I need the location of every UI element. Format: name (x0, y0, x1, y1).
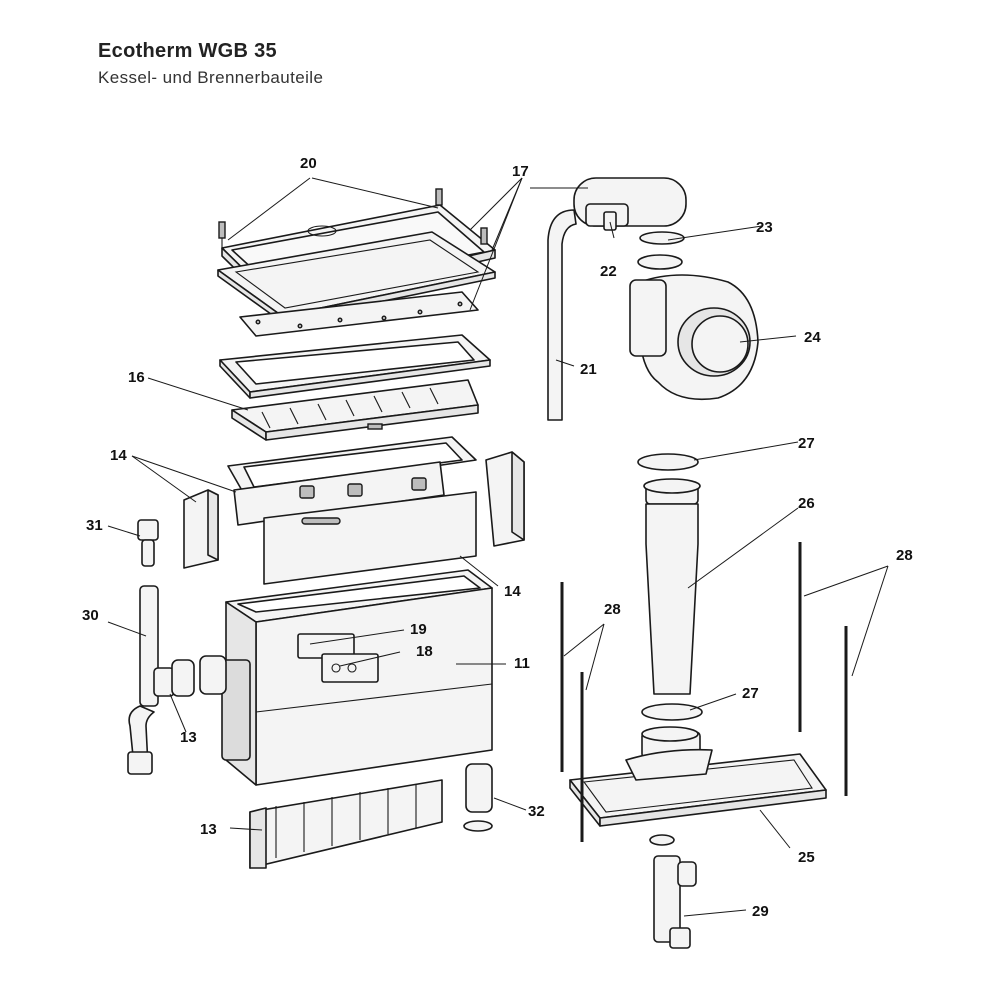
label-11: 11 (514, 655, 530, 672)
label-29: 29 (752, 903, 769, 920)
diagram-title: Ecotherm WGB 35 (98, 40, 277, 62)
insulation-panels (183, 451, 525, 585)
label-22: 22 (600, 263, 617, 280)
pipe-assembly (127, 519, 227, 775)
part-labels: 20 17 23 22 24 16 21 27 14 26 31 28 14 2… (82, 155, 913, 920)
boiler-body (221, 569, 493, 786)
label-24: 24 (804, 329, 821, 346)
diagram-subtitle: Kessel- und Brennerbauteile (98, 68, 324, 87)
label-17: 17 (512, 163, 529, 180)
condensate-fitting (463, 763, 493, 832)
burner-lid-assembly (217, 188, 496, 323)
label-16: 16 (128, 369, 145, 386)
fan-blower (629, 274, 759, 401)
label-14-right: 14 (504, 583, 521, 600)
condensate-tray (569, 748, 827, 827)
label-14-left: 14 (110, 447, 127, 464)
label-31: 31 (86, 517, 103, 534)
label-20: 20 (300, 155, 317, 172)
leader-lines (107, 177, 889, 917)
label-27-top: 27 (798, 435, 815, 452)
condensate-shield (249, 779, 443, 869)
label-26: 26 (798, 495, 815, 512)
gasket-frame (219, 334, 491, 399)
label-13-pipe: 13 (180, 729, 197, 746)
siphon (649, 834, 697, 949)
tie-rods (560, 542, 848, 842)
label-27-bottom: 27 (742, 685, 759, 702)
gasket-23 (637, 231, 685, 270)
label-13-shield: 13 (200, 821, 217, 838)
label-28-left: 28 (604, 601, 621, 618)
label-19: 19 (410, 621, 427, 638)
label-32: 32 (528, 803, 545, 820)
gas-pipe (547, 177, 687, 421)
gasket-frame-lower (227, 436, 477, 495)
flue-pipe (637, 453, 703, 759)
label-21: 21 (580, 361, 597, 378)
label-28-right: 28 (896, 547, 913, 564)
label-18: 18 (416, 643, 433, 660)
burner-plate (239, 291, 479, 337)
label-23: 23 (756, 219, 773, 236)
label-25: 25 (798, 849, 815, 866)
label-30: 30 (82, 607, 99, 624)
burner-rod-tray (231, 379, 479, 441)
